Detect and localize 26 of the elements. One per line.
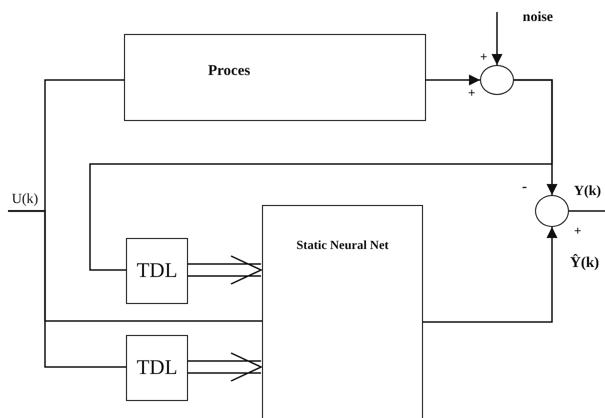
node-label: TDL [136, 356, 178, 380]
input-label: noise [522, 10, 553, 26]
double-arrow [187, 352, 263, 382]
connector-line [569, 210, 605, 212]
connector-line [8, 210, 126, 368]
summing-junction [535, 195, 569, 227]
process-box [124, 34, 426, 121]
node-label: Proces [207, 62, 250, 80]
sign-label: + [480, 50, 488, 63]
network-box [262, 205, 423, 418]
node-label: Static Neural Net [296, 237, 389, 253]
delay-box [126, 238, 188, 304]
sign-label: - [522, 180, 527, 195]
arrow [426, 74, 480, 86]
node-label: TDL [136, 259, 178, 283]
output-label: Y(k) [574, 184, 602, 200]
double-arrow [187, 255, 263, 285]
input-label: U(k) [12, 192, 38, 208]
delay-box [126, 335, 188, 401]
arrow [492, 12, 502, 65]
summing-junction [480, 65, 514, 95]
arrow [423, 227, 558, 323]
sign-label: + [468, 86, 476, 99]
sign-label: Ŷ(k) [570, 256, 600, 271]
sign-label: + [574, 224, 582, 237]
connector-line [89, 79, 553, 271]
